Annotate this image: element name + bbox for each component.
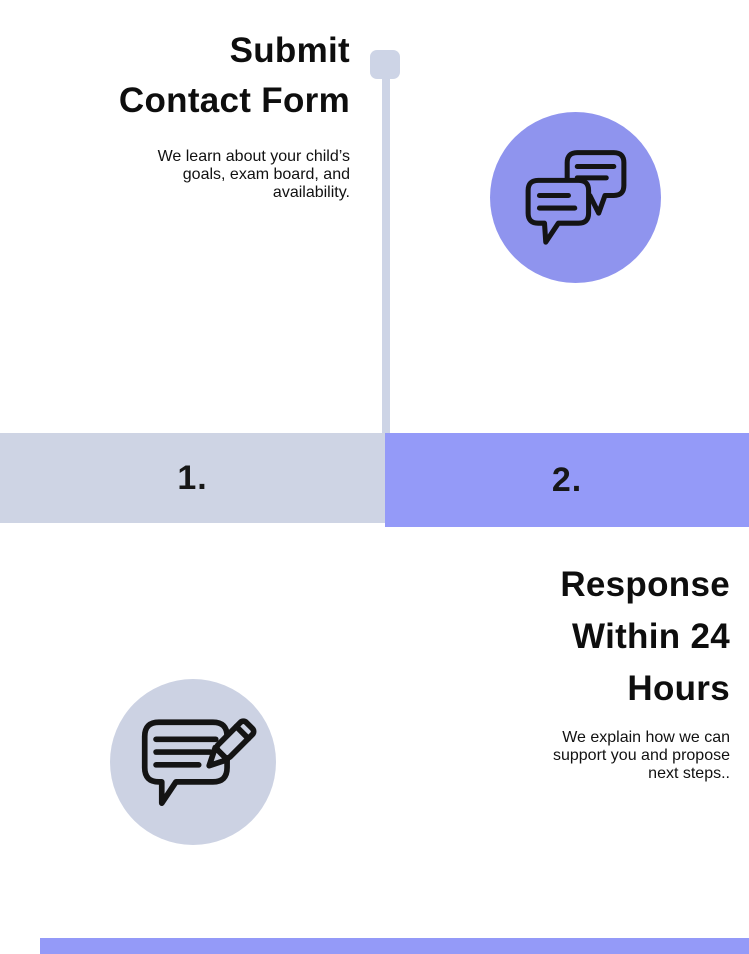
step2-title: Response Within 24 Hours xyxy=(300,559,730,715)
step2-description-line: next steps.. xyxy=(648,765,730,782)
step2-title-line: Within 24 xyxy=(572,617,730,656)
step1-description-line: We learn about your child’s xyxy=(157,148,350,165)
step2-description-line: support you and propose xyxy=(552,747,730,764)
timeline-vertical-line xyxy=(382,70,390,433)
step2-title-line: Response xyxy=(560,565,730,604)
step2-number-band: 2. xyxy=(385,433,749,527)
step1-title-line: Contact Form xyxy=(118,81,350,120)
step1-number: 1. xyxy=(177,458,208,497)
step1-description-line: goals, exam board, and xyxy=(182,166,350,183)
step2-title-line: Hours xyxy=(627,669,730,708)
step1-description-line: availability. xyxy=(272,184,350,201)
writing-pencil-icon xyxy=(141,718,257,807)
step1-number-band: 1. xyxy=(0,433,385,523)
step2-description-line: We explain how we can xyxy=(562,729,730,746)
step1-text-block: Submit Contact Form We learn about your … xyxy=(0,26,350,218)
step2-number: 2. xyxy=(551,460,583,499)
next-section-band xyxy=(40,938,749,954)
step1-title: Submit Contact Form xyxy=(0,26,350,126)
step2-icon-circle xyxy=(110,679,276,845)
step2-text-block: Response Within 24 Hours We explain how … xyxy=(300,559,730,799)
step1-title-line: Submit xyxy=(229,31,350,70)
step1-icon-circle xyxy=(490,112,661,283)
chat-bubbles-icon xyxy=(525,149,626,245)
